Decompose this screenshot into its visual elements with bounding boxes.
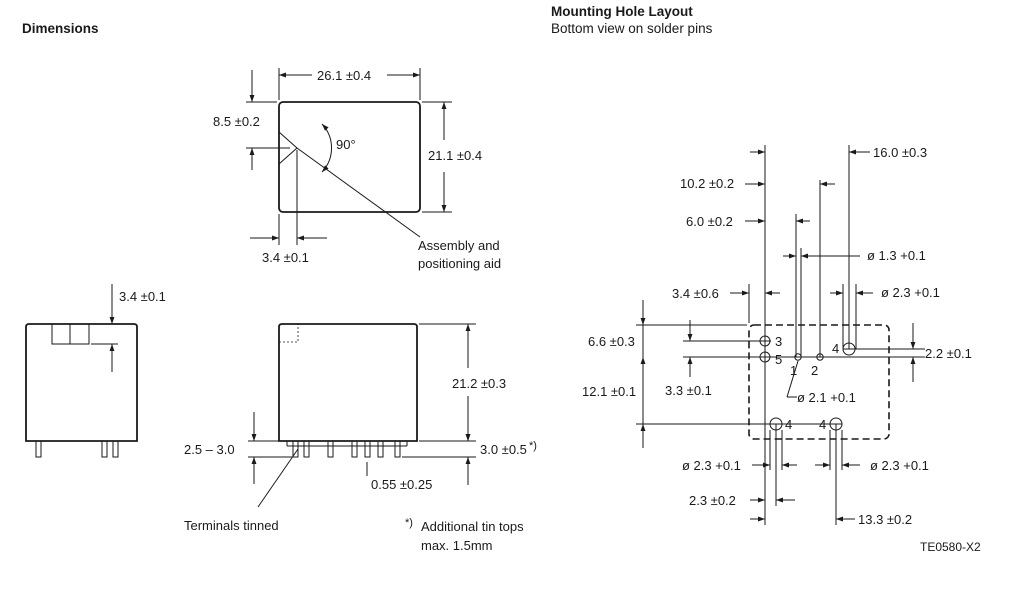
angle-label: 90°: [336, 137, 356, 152]
footnote-mark: *): [405, 517, 413, 529]
dia-2-3-left-label: ø 2.3 +0.1: [682, 458, 741, 473]
footnote-line1: Additional tin tops: [421, 519, 524, 534]
pin-2-label: 2: [811, 363, 818, 378]
pin-4b-label: 4: [785, 417, 792, 432]
hole-layout-outline: [748, 324, 890, 440]
pin-length-label: 3.0 ±0.5: [480, 442, 527, 457]
mounting-subheading: Bottom view on solder pins: [551, 21, 713, 36]
front-view: 21.2 ±0.3 3.0 ±0.5 *) 0.55 ±0.25 2.5 – 3…: [184, 323, 537, 553]
side-view: 3.4 ±0.1: [25, 284, 166, 458]
dim-6-6-label: 6.6 ±0.3: [588, 334, 635, 349]
mounting-heading: Mounting Hole Layout: [551, 4, 693, 19]
terminals-label: Terminals tinned: [184, 518, 279, 533]
top-height-label: 21.1 ±0.4: [428, 148, 482, 163]
pin-1-label: 1: [790, 363, 797, 378]
hole-pin-1: [794, 353, 802, 361]
aid-offset-label: 3.4 ±0.1: [262, 250, 309, 265]
dimensions-heading: Dimensions: [22, 21, 99, 36]
notch-depth-label: 3.4 ±0.1: [119, 289, 166, 304]
dim-3-3-label: 3.3 ±0.1: [665, 383, 712, 398]
drawing-id: TE0580-X2: [920, 540, 981, 554]
dim-10-2-label: 10.2 ±0.2: [680, 176, 734, 191]
front-view-body: [278, 323, 418, 442]
dim-3-4-label: 3.4 ±0.6: [672, 286, 719, 301]
pin-thickness-label: 0.55 ±0.25: [371, 477, 432, 492]
dia-2-1-label: ø 2.1 +0.1: [797, 390, 856, 405]
footnote-line2: max. 1.5mm: [421, 538, 493, 553]
dim-16-label: 16.0 ±0.3: [873, 145, 927, 160]
dia-1-3-label: ø 1.3 +0.1: [867, 248, 926, 263]
pin-4c-label: 4: [819, 417, 826, 432]
dim-2-2-label: 2.2 ±0.1: [925, 346, 972, 361]
pin-4a-label: 4: [832, 341, 839, 356]
dim-12-1-label: 12.1 ±0.1: [582, 384, 636, 399]
callout-line2: positioning aid: [418, 256, 501, 271]
side-view-body: [25, 323, 138, 442]
dim-13-3-label: 13.3 ±0.2: [858, 512, 912, 527]
hole-layout: 16.0 ±0.3 10.2 ±0.2 6.0 ±0.2 ø 1.3 +0.1 …: [582, 145, 972, 527]
top-offset-label: 8.5 ±0.2: [213, 114, 260, 129]
top-view: 26.1 ±0.4 8.5 ±0.2 Assembly and position…: [213, 68, 501, 271]
dim-6-0-label: 6.0 ±0.2: [686, 214, 733, 229]
body-height-label: 21.2 ±0.3: [452, 376, 506, 391]
pin-length-mark: *): [529, 440, 537, 452]
dim-2-3-label: 2.3 ±0.2: [689, 493, 736, 508]
top-view-body: [278, 101, 421, 213]
top-width-label: 26.1 ±0.4: [317, 68, 371, 83]
callout-line1: Assembly and: [418, 238, 500, 253]
pin-3-label: 3: [775, 334, 782, 349]
pin-5-label: 5: [775, 352, 782, 367]
dia-2-3-right-label: ø 2.3 +0.1: [870, 458, 929, 473]
dia-2-3-top-label: ø 2.3 +0.1: [881, 285, 940, 300]
hole-pin-2: [816, 353, 824, 361]
standoff-label: 2.5 – 3.0: [184, 442, 235, 457]
